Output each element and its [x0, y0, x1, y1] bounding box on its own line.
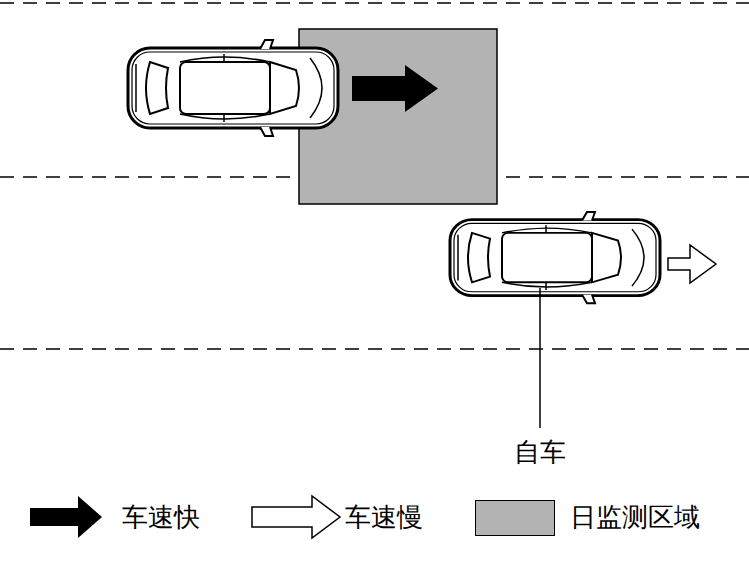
legend-swatch — [475, 500, 555, 536]
legend-slow-arrow — [252, 496, 340, 538]
legend-text: 车速慢 — [345, 503, 423, 532]
legend-text: 日监测区域 — [570, 503, 700, 532]
legend-text-holder: 车速快 — [122, 503, 200, 532]
vehicle-label: 自车 — [514, 438, 566, 467]
legend-fast-arrow — [30, 496, 102, 538]
fast-arrow — [352, 65, 438, 112]
own-car — [450, 212, 660, 303]
legend-text: 车速快 — [122, 503, 200, 532]
legend-text-holder: 车速慢 — [345, 503, 423, 532]
lane-lines — [0, 3, 749, 349]
vehicle-label-holder: 自车 — [514, 438, 566, 467]
fast-car — [128, 40, 338, 136]
slow-arrow — [668, 245, 716, 283]
legend-text-holder: 日监测区域 — [570, 503, 700, 532]
leader-line — [539, 288, 541, 428]
